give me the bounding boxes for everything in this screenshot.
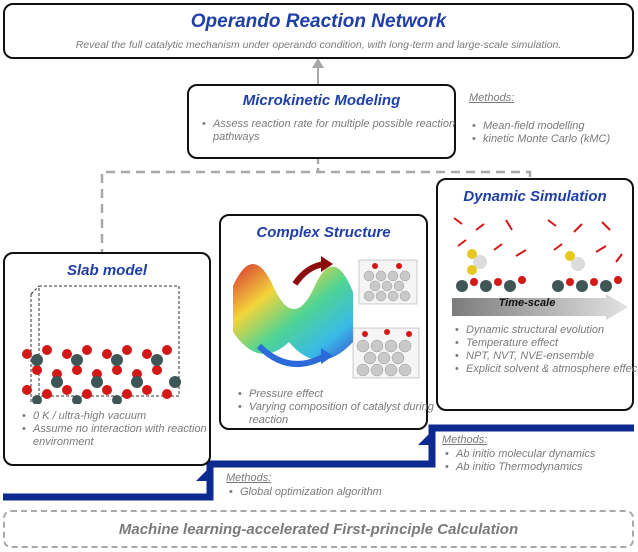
microkinetic-methods: Mean-field modelling kinetic Monte Carlo…: [469, 120, 638, 146]
slab-model-box: Slab model 0 K / ultra-high vacuum Assum…: [3, 252, 211, 466]
timescale-arrow: [452, 294, 628, 320]
complex-methods-label: Methods:: [226, 472, 272, 484]
bullet-item: Dynamic structural evolution: [455, 324, 638, 337]
complex-bullets: Pressure effect Varying composition of c…: [235, 388, 434, 427]
method-item: Global optimization algorithm: [229, 486, 440, 499]
stair-step-triangle-1: [196, 467, 210, 481]
slab-bullets: 0 K / ultra-high vacuum Assume no intera…: [19, 410, 218, 449]
dynamic-simulation-box: Dynamic Simulation Time-scale Dynamic st…: [436, 178, 638, 411]
operando-box: Operando Reaction Network Reveal the ful…: [3, 3, 634, 59]
operando-title: Operando Reaction Network: [190, 11, 447, 32]
dashed-connector: [100, 170, 532, 258]
stair-step-triangle-2: [418, 431, 432, 445]
dynamic-title: Dynamic Simulation: [463, 188, 607, 205]
arrow-up-icon: [312, 58, 324, 68]
microkinetic-methods-label: Methods:: [469, 92, 515, 104]
dynamic-methods-label: Methods:: [442, 434, 488, 446]
bullet-item: 0 K / ultra-high vacuum: [22, 410, 218, 423]
microkinetic-box: Microkinetic Modeling Assess reaction ra…: [187, 84, 456, 159]
method-item: Ab initio molecular dynamics: [445, 448, 638, 461]
timescale-label: Time-scale: [498, 297, 556, 309]
bullet-item: Explicit solvent & atmosphere effect: [455, 363, 638, 376]
stair-line: [3, 424, 634, 501]
complex-methods: Global optimization algorithm: [226, 486, 440, 499]
bullet-item: NPT, NVT, NVE-ensemble: [455, 350, 638, 363]
complex-structure-box: Complex Structure: [219, 214, 434, 430]
ml-first-principle-box: Machine learning-accelerated First-princ…: [3, 510, 634, 548]
bullet-item: Temperature effect: [455, 337, 638, 350]
method-item: kinetic Monte Carlo (kMC): [472, 133, 638, 146]
method-item: Ab initio Thermodynamics: [445, 461, 638, 474]
bullet-item: Assess reaction rate for multiple possib…: [202, 118, 458, 144]
ml-first-principle-title: Machine learning-accelerated First-princ…: [118, 521, 519, 538]
slab-title: Slab model: [66, 262, 148, 279]
bullet-item: Varying composition of catalyst during r…: [238, 401, 434, 427]
microkinetic-title: Microkinetic Modeling: [242, 92, 401, 109]
bullet-item: Assume no interaction with reaction envi…: [22, 423, 218, 449]
complex-title: Complex Structure: [256, 224, 391, 241]
energy-landscape-image: [233, 256, 420, 379]
method-item: Mean-field modelling: [472, 120, 638, 133]
dynamic-bullets: Dynamic structural evolution Temperature…: [452, 324, 638, 376]
microkinetic-bullets: Assess reaction rate for multiple possib…: [199, 118, 458, 144]
bullet-item: Pressure effect: [238, 388, 434, 401]
md-snapshot-image: [453, 217, 623, 292]
operando-subtitle: Reveal the full catalytic mechanism unde…: [75, 39, 562, 51]
slab-structure-image: [22, 285, 181, 404]
dynamic-methods: Ab initio molecular dynamics Ab initio T…: [442, 448, 638, 474]
